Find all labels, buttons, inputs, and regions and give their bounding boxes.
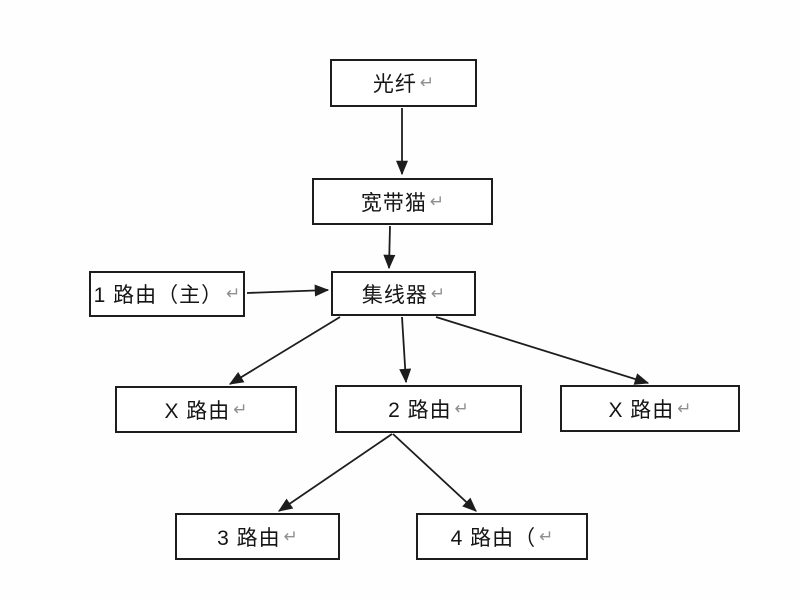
node-router-1-main-label: 1 路由（主）	[93, 284, 224, 307]
return-mark-icon: ↵	[233, 399, 248, 419]
node-modem: 宽带猫 ↵	[312, 178, 493, 225]
return-mark-icon: ↵	[419, 73, 435, 92]
node-router-1-main: 1 路由（主） ↵	[89, 271, 245, 317]
return-mark-icon: ↵	[677, 398, 692, 418]
node-router-3-label: 3 路由	[217, 526, 281, 550]
edge-router2-to-router3	[278, 433, 393, 512]
edge-modem-to-hub	[383, 225, 396, 270]
node-router-3: 3 路由 ↵	[175, 513, 340, 560]
node-router-x-left: X 路由 ↵	[115, 386, 297, 433]
node-router-x-right-label: X 路由	[608, 398, 675, 422]
return-mark-icon: ↵	[226, 284, 241, 303]
node-router-x-left-label: X 路由	[164, 399, 231, 423]
return-mark-icon: ↵	[539, 526, 554, 546]
return-mark-icon: ↵	[430, 283, 446, 303]
return-mark-icon: ↵	[429, 191, 445, 211]
edge-hub-to-router-x-left	[228, 316, 341, 385]
node-router-x-right: X 路由 ↵	[560, 385, 740, 432]
node-router-2: 2 路由 ↵	[335, 385, 522, 433]
node-modem-label: 宽带猫	[360, 191, 427, 215]
return-mark-icon: ↵	[283, 526, 298, 546]
node-hub-label: 集线器	[361, 283, 428, 307]
node-fiber-label: 光纤	[372, 73, 417, 96]
return-mark-icon: ↵	[454, 399, 469, 418]
edge-hub-to-router-x-right	[435, 316, 650, 385]
node-router-2-label: 2 路由	[388, 399, 452, 422]
edge-hub-to-router-2	[399, 316, 412, 384]
edge-router1-to-hub	[246, 284, 330, 297]
node-router-4-label: 4 路由（	[450, 526, 537, 550]
node-fiber: 光纤 ↵	[330, 59, 477, 107]
node-hub: 集线器 ↵	[331, 271, 476, 316]
edge-router2-to-router4	[392, 433, 477, 512]
node-router-4: 4 路由（ ↵	[416, 513, 588, 560]
